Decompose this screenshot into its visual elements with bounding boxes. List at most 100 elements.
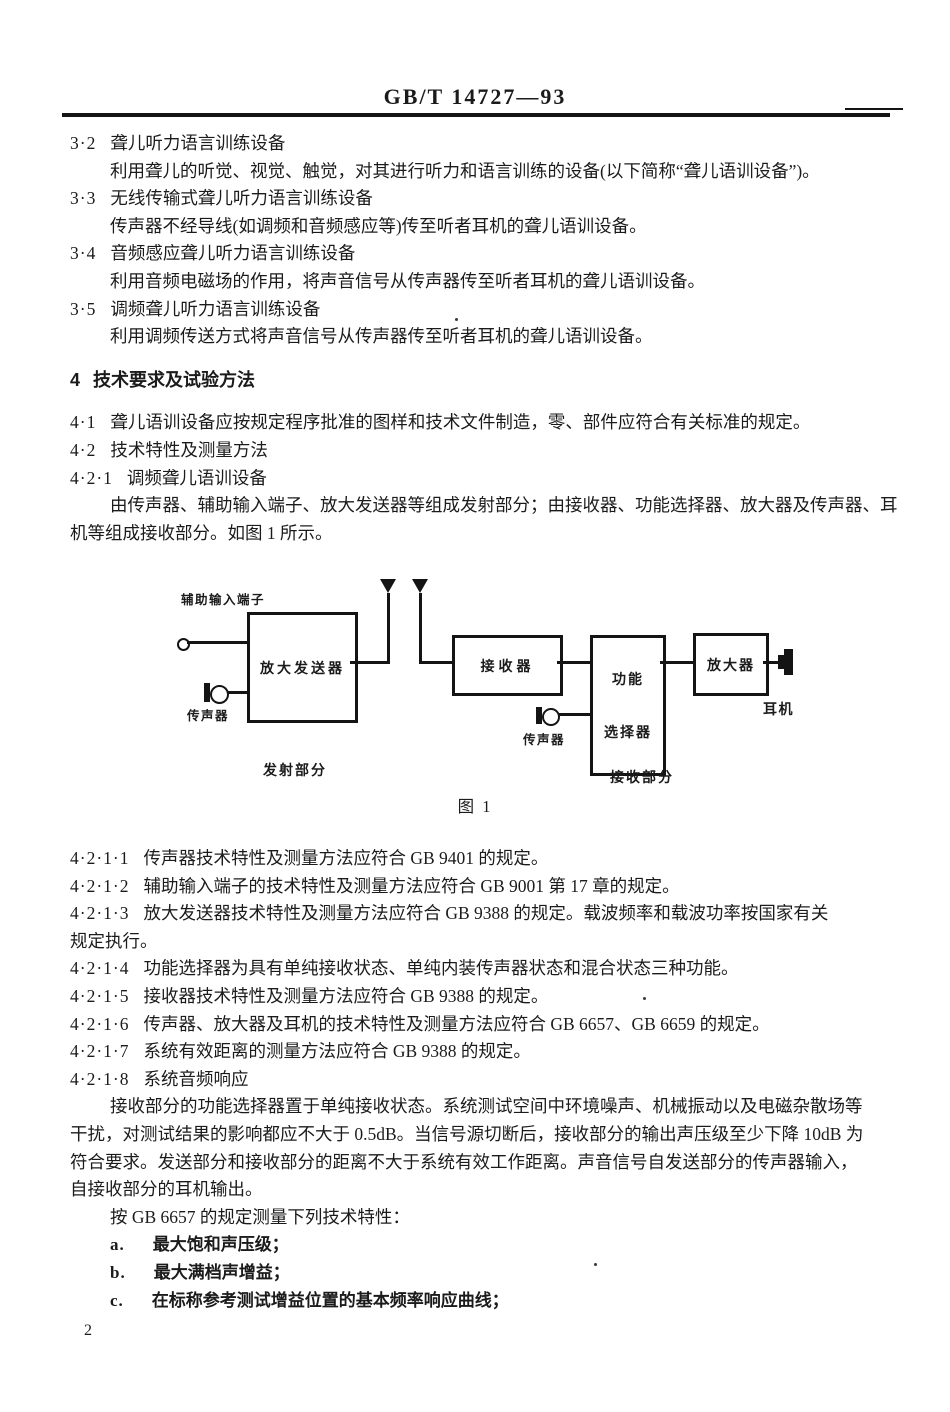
chapter-title: 技术要求及试验方法 (93, 369, 256, 390)
clause-4-2-1-body-line2: 机等组成接收部分。如图 1 所示。 (70, 522, 333, 543)
clause-4-2-1-8-body-line4: 自接收部分的耳机输出。 (70, 1179, 263, 1200)
clause-4-2-1-3-cont: 规定执行。 (70, 930, 158, 951)
amplifier-box: 放大器 (693, 633, 769, 696)
clause-text: 功能选择器为具有单纯接收状态、单纯内装传声器状态和混合状态三种功能。 (143, 958, 739, 979)
figure-1: 辅助输入端子 放大发送器 传声器 接收器 功能 选择器 传声器 放大器 (0, 540, 950, 840)
connector-line (558, 713, 590, 716)
clause-number: 3·5 (70, 298, 97, 319)
receiver-box: 接收器 (452, 635, 563, 696)
clause-number: 4·2·1·3 (70, 903, 130, 924)
connector-line (660, 661, 693, 664)
list-item-b: b. 最大满档声增益； (70, 1259, 910, 1287)
receiver-box-label: 接收器 (480, 657, 535, 674)
clause-text: 聋儿语训设备应按规定程序批准的图样和技术文件制造，零、部件应符合有关标准的规定。 (110, 412, 811, 433)
clause-title: 调频聋儿听力语言训练设备 (110, 298, 321, 319)
header-rule-fragment (845, 108, 903, 110)
list-item-c: c. 在标称参考测试增益位置的基本频率响应曲线； (70, 1287, 910, 1315)
clause-4-2-1-8-body-line2: 干扰，对测试结果的影响都应不大于 0.5dB。当信号源切断后，接收部分的输出声压… (70, 1123, 864, 1144)
clause-4-2-1-7: 4·2·1·7 系统有效距离的测量方法应符合 GB 9388 的规定。 (70, 1038, 910, 1066)
list-text: 在标称参考测试增益位置的基本频率响应曲线； (151, 1290, 509, 1310)
connector-line (419, 661, 452, 664)
clause-4-2-1-body-line1: 由传声器、辅助输入端子、放大发送器等组成发射部分；由接收器、功能选择器、放大器及… (110, 495, 898, 516)
list-text: 最大饱和声压级； (152, 1235, 289, 1255)
aux-input-label: 辅助输入端子 (181, 593, 266, 607)
scan-speck (455, 318, 458, 321)
clause-title: 音频感应聋儿听力语言训练设备 (110, 243, 356, 264)
list-text: 最大满档声增益； (153, 1262, 290, 1282)
clause-number: 4·2·1·1 (70, 848, 130, 868)
clause-text: 放大发送器技术特性及测量方法应符合 GB 9388 的规定。载波频率和载波功率按… (143, 903, 829, 924)
list-marker: b. (110, 1262, 126, 1282)
rx-section-label: 接收部分 (610, 769, 674, 785)
chapter-4-heading: 4 技术要求及试验方法 (70, 367, 910, 395)
connector-line (187, 641, 247, 644)
microphone-icon-rx (536, 707, 542, 724)
function-selector-box: 功能 选择器 (590, 635, 666, 776)
connector-line (227, 691, 247, 694)
clause-4-2-1-8-body-line3: 符合要求。发送部分和接收部分的距离不大于系统有效工作距离。声音信号自发送部分的传… (70, 1151, 858, 1172)
clause-number: 4·2·1·8 (70, 1068, 130, 1089)
earphone-label: 耳机 (763, 701, 794, 717)
chapter-number: 4 (70, 369, 82, 390)
function-selector-label-line1: 功能 (612, 670, 644, 687)
connector-line (350, 661, 390, 664)
scan-speck (643, 997, 646, 1000)
clause-text: 系统有效距离的测量方法应符合 GB 9388 的规定。 (143, 1041, 531, 1062)
microphone-icon-rx-head (542, 708, 560, 726)
clause-number: 3·3 (70, 188, 97, 209)
clause-4-2-1-3: 4·2·1·3 放大发送器技术特性及测量方法应符合 GB 9388 的规定。载波频… (70, 900, 910, 928)
clause-text: 调频聋儿语训设备 (126, 467, 267, 488)
connector-line (557, 661, 590, 664)
text-block-lower: 4·2·1·1 传声器技术特性及测量方法应符合 GB 9401 的规定。 4·2·… (70, 845, 910, 1314)
clause-4-2-1-1: 4·2·1·1 传声器技术特性及测量方法应符合 GB 9401 的规定。 (70, 845, 910, 873)
clause-number: 3·2 (70, 133, 97, 153)
scan-speck (594, 1263, 597, 1266)
clause-3-5-body: 利用调频传送方式将声音信号从传声器传至听者耳机的聋儿语训设备。 (110, 326, 653, 347)
aux-input-terminal-icon (177, 638, 190, 651)
measurement-intro: 按 GB 6657 的规定测量下列技术特性： (110, 1206, 410, 1227)
clause-text: 传声器技术特性及测量方法应符合 GB 9401 的规定。 (143, 848, 549, 868)
clause-number: 4·2·1 (70, 467, 113, 488)
earphone-icon-flange (784, 649, 793, 675)
clause-number: 4·2·1·6 (70, 1013, 130, 1034)
function-selector-label-line2: 选择器 (604, 724, 652, 741)
clause-4-2-1-2: 4·2·1·2 辅助输入端子的技术特性及测量方法应符合 GB 9001 第 17 … (70, 873, 910, 901)
clause-3-5-heading: 3·5 调频聋儿听力语言训练设备 (70, 296, 910, 324)
clause-number: 4·2·1·4 (70, 958, 130, 979)
clause-3-3-body: 传声器不经导线(如调频和音频感应等)传至听者耳机的聋儿语训设备。 (110, 215, 647, 236)
antenna-rx-mast (419, 593, 422, 664)
connector-line (763, 661, 779, 664)
header-rule (62, 113, 890, 117)
amplifier-box-label: 放大器 (707, 656, 755, 673)
clause-number: 4·1 (70, 412, 97, 433)
list-marker: c. (110, 1290, 124, 1310)
clause-text: 接收器技术特性及测量方法应符合 GB 9388 的规定。 (143, 985, 549, 1006)
antenna-tx-mast (387, 593, 390, 664)
clause-3-4-body: 利用音频电磁场的作用，将声音信号从传声器传至听者耳机的聋儿语训设备。 (110, 270, 705, 291)
figure-caption: 图 1 (457, 797, 493, 816)
clause-number: 4·2·1·7 (70, 1041, 130, 1062)
clause-text: 传声器、放大器及耳机的技术特性及测量方法应符合 GB 6657、GB 6659 … (143, 1013, 770, 1034)
page-number: 2 (84, 1322, 92, 1339)
standard-number-title: GB/T 14727—93 (383, 84, 567, 109)
clause-number: 4·2 (70, 439, 97, 460)
mic-label-tx: 传声器 (187, 709, 230, 723)
list-item-a: a.最大饱和声压级； (70, 1231, 910, 1259)
clause-4-2-1-8-body-line1: 接收部分的功能选择器置于单纯接收状态。系统测试空间中环境噪声、机械振动以及电磁杂… (110, 1096, 863, 1117)
clause-number: 4·2·1·2 (70, 875, 130, 896)
amp-transmitter-box: 放大发送器 (247, 612, 358, 723)
clause-4-2: 4·2 技术特性及测量方法 (70, 437, 910, 465)
microphone-icon-tx (204, 683, 210, 702)
clause-4-2-1-6: 4·2·1·6 传声器、放大器及耳机的技术特性及测量方法应符合 GB 6657、G… (70, 1011, 910, 1039)
clause-text: 辅助输入端子的技术特性及测量方法应符合 GB 9001 第 17 章的规定。 (143, 875, 680, 896)
clause-text: 技术特性及测量方法 (110, 439, 268, 460)
tx-section-label: 发射部分 (263, 762, 327, 778)
earphone-icon (778, 655, 784, 669)
